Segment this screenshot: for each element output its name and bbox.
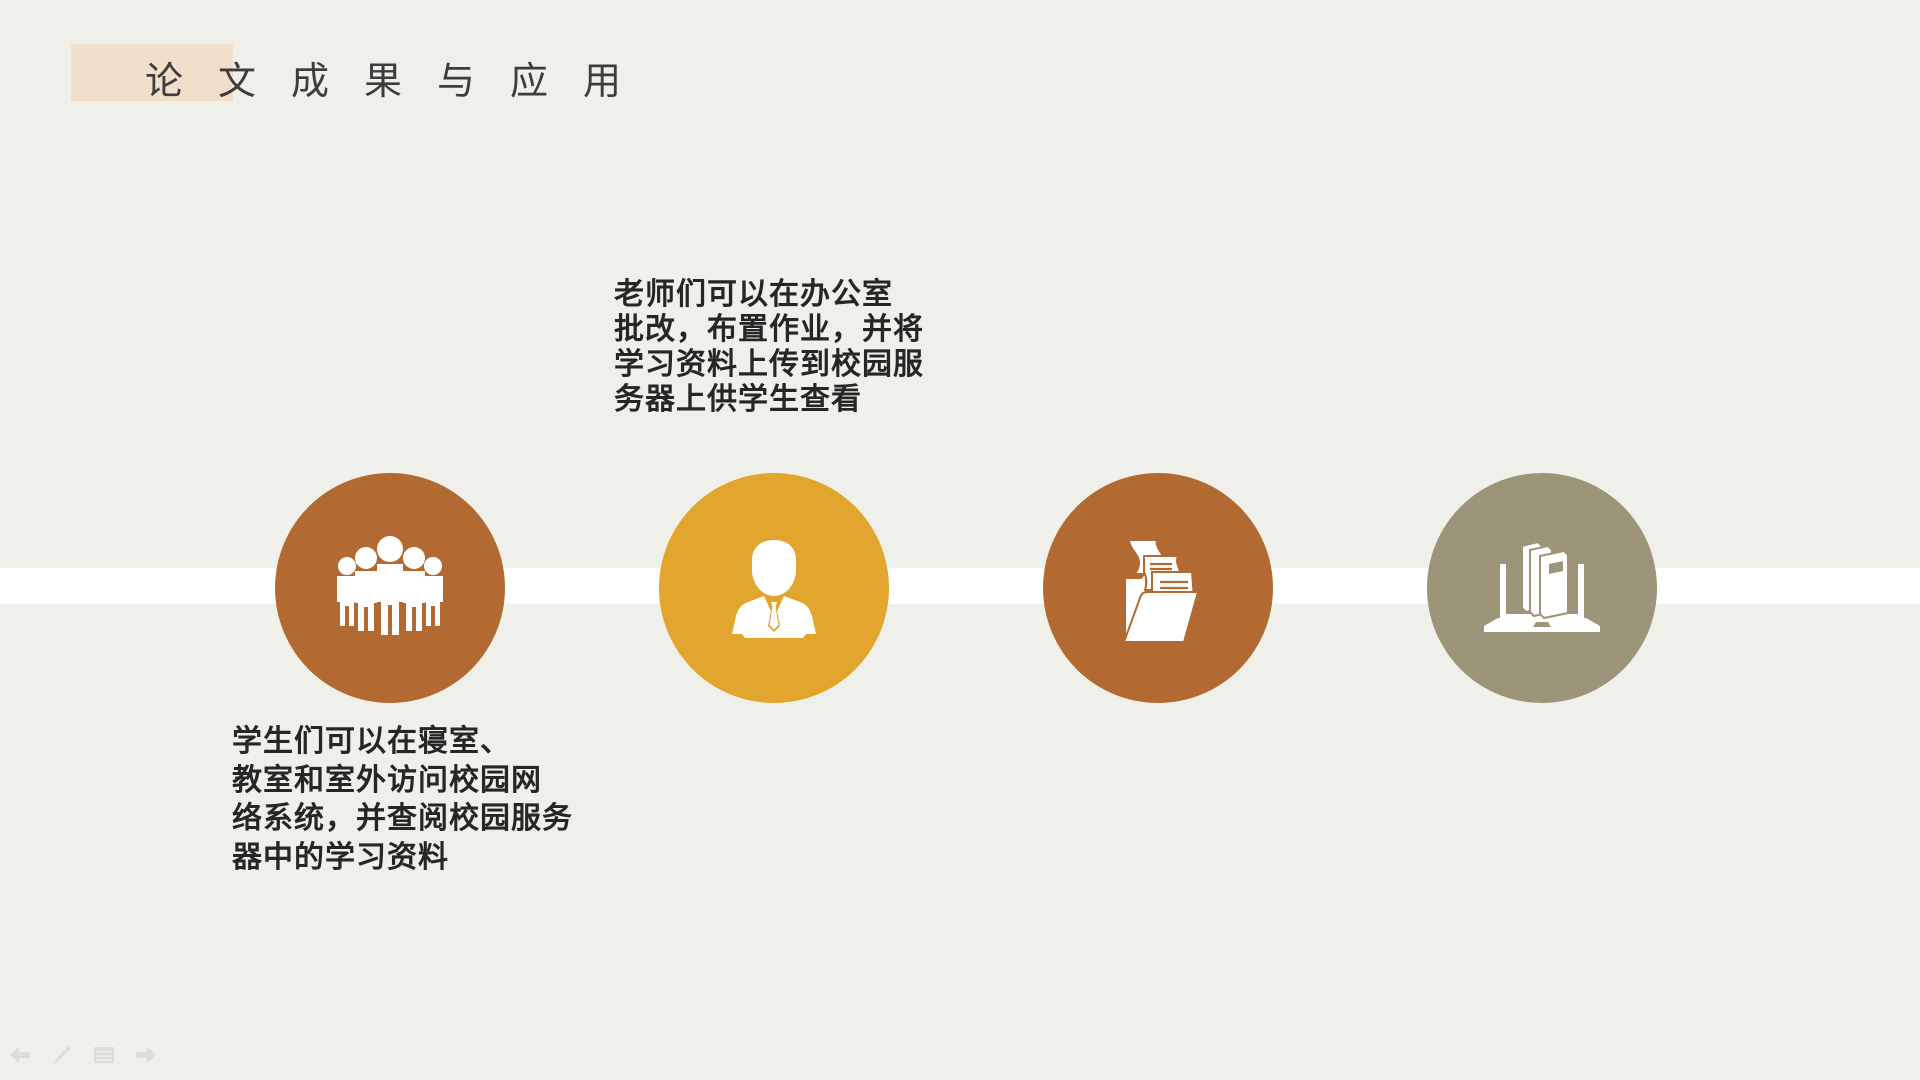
timeline-node-teacher <box>659 473 889 703</box>
timeline-node-upload <box>1043 473 1273 703</box>
people-group-icon <box>337 536 443 635</box>
student-caption-line: 教室和室外访问校园网 <box>232 762 542 798</box>
teacher-caption: 老师们可以在办公室 批改，布置作业，并将 学习资料上传到校园服 务器上供学生查看 <box>614 277 924 417</box>
businessman-icon <box>732 540 816 638</box>
pen-tool-button[interactable] <box>50 1043 74 1067</box>
student-caption-line: 学生们可以在寝室、 <box>232 724 511 759</box>
next-slide-button[interactable] <box>134 1043 158 1067</box>
student-caption: 学生们可以在寝室、 教室和室外访问校园网 络系统，并查阅校园服务 器中的学习资料 <box>232 723 573 877</box>
student-caption-line: 络系统，并查阅校园服务 <box>232 801 573 836</box>
teacher-caption-line: 务器上供学生查看 <box>614 382 862 417</box>
pen-icon <box>54 1046 71 1064</box>
title-accent-block <box>71 44 233 101</box>
previous-arrow-icon <box>10 1047 30 1063</box>
slide-title: 论文成果与应用 <box>145 59 657 103</box>
teacher-caption-line: 学习资料上传到校园服 <box>614 347 924 382</box>
teacher-caption-line: 老师们可以在办公室 <box>614 277 893 312</box>
slide-menu-button[interactable] <box>92 1043 116 1067</box>
timeline-node-students <box>275 473 505 703</box>
teacher-caption-line: 批改，布置作业，并将 <box>614 312 924 347</box>
folder-documents-icon <box>1122 539 1200 643</box>
timeline-node-resources <box>1427 473 1657 703</box>
slideshow-nav <box>8 1043 158 1067</box>
previous-slide-button[interactable] <box>8 1043 32 1067</box>
laptop-books-icon <box>1484 540 1600 632</box>
student-caption-line: 器中的学习资料 <box>232 839 449 875</box>
menu-icon <box>94 1047 114 1063</box>
next-arrow-icon <box>136 1047 156 1063</box>
